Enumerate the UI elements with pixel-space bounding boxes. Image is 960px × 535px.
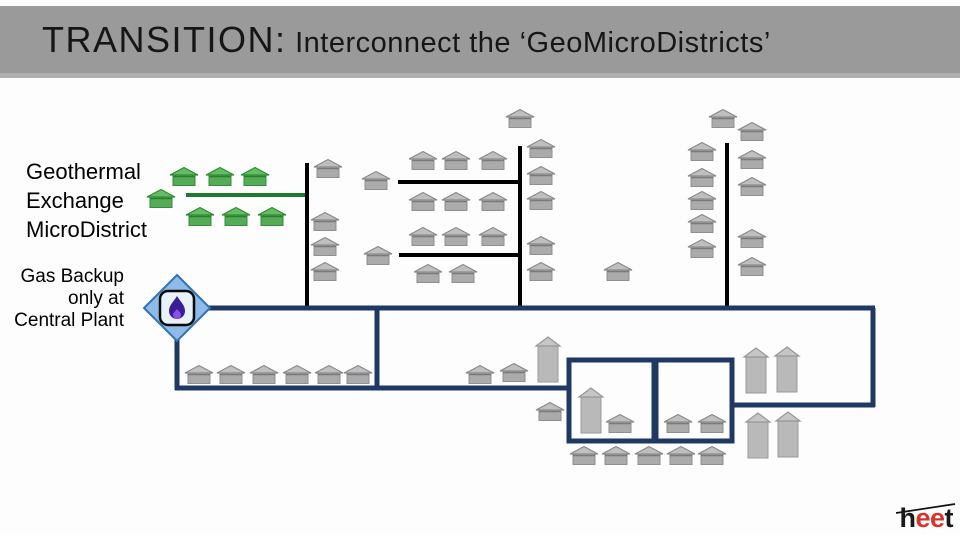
gray-house bbox=[310, 261, 340, 281]
gray-house bbox=[478, 191, 508, 211]
heet-logo-t: t bbox=[944, 503, 954, 533]
gray-house bbox=[465, 364, 495, 384]
gray-house bbox=[408, 150, 438, 170]
gray-house bbox=[478, 226, 508, 246]
gray-house bbox=[361, 170, 391, 190]
gray-house bbox=[737, 121, 767, 141]
apartment-building bbox=[773, 346, 801, 393]
gray-house bbox=[687, 238, 717, 258]
central-plant-diamond bbox=[142, 273, 212, 343]
gray-house bbox=[441, 226, 471, 246]
gas-backup-label-line1: Gas Backup bbox=[20, 266, 125, 287]
gray-house bbox=[535, 401, 565, 421]
green-house bbox=[240, 166, 270, 186]
apartment-building bbox=[742, 347, 770, 394]
gray-house bbox=[249, 364, 279, 384]
green-house bbox=[146, 188, 176, 208]
green-house bbox=[221, 206, 251, 226]
apartment-building bbox=[534, 336, 562, 383]
gray-house bbox=[737, 176, 767, 196]
gas-backup-label: Gas Backup only at Central Plant bbox=[0, 266, 124, 332]
gray-house bbox=[526, 138, 556, 158]
gray-house bbox=[737, 228, 767, 248]
heet-logo-ee: ee bbox=[915, 503, 945, 533]
gray-house bbox=[184, 364, 214, 384]
gray-house bbox=[478, 150, 508, 170]
gray-house bbox=[737, 149, 767, 169]
gray-house bbox=[526, 165, 556, 185]
gray-house bbox=[441, 150, 471, 170]
gray-house bbox=[687, 213, 717, 233]
gray-house bbox=[687, 167, 717, 187]
gray-house bbox=[526, 235, 556, 255]
gray-house bbox=[216, 364, 246, 384]
gray-house bbox=[601, 445, 631, 465]
gray-house bbox=[408, 226, 438, 246]
slide-title-main: TRANSITION: bbox=[42, 18, 287, 60]
gray-house bbox=[603, 261, 633, 281]
apartment-building bbox=[774, 411, 802, 458]
slide-title-sub: Interconnect the ‘GeoMicroDistricts’ bbox=[286, 26, 771, 59]
gray-house bbox=[634, 445, 664, 465]
gray-house bbox=[569, 445, 599, 465]
gray-house bbox=[505, 108, 535, 128]
gray-house bbox=[448, 263, 478, 283]
gas-flame-inner-icon bbox=[173, 309, 181, 319]
heet-logo-text: heet bbox=[899, 505, 953, 532]
apartment-building bbox=[577, 387, 605, 434]
gray-house bbox=[413, 263, 443, 283]
geothermal-district-label: Geothermal Exchange MicroDistrict bbox=[26, 157, 147, 244]
gray-house bbox=[526, 190, 556, 210]
gray-house bbox=[737, 256, 767, 276]
gray-house bbox=[441, 191, 471, 211]
heet-logo-swoosh-icon bbox=[895, 503, 956, 514]
green-house bbox=[257, 206, 287, 226]
gray-house bbox=[526, 261, 556, 281]
geothermal-district-label-line1: Geothermal bbox=[26, 159, 141, 184]
gray-house bbox=[313, 158, 343, 178]
geothermal-district-label-line3: MicroDistrict bbox=[26, 217, 147, 242]
gray-house bbox=[708, 108, 738, 128]
gray-house bbox=[697, 445, 727, 465]
gray-house bbox=[499, 362, 529, 382]
gray-house bbox=[310, 211, 340, 231]
green-house bbox=[185, 206, 215, 226]
gray-house bbox=[343, 364, 373, 384]
apartment-building bbox=[744, 412, 772, 459]
heet-logo: heet bbox=[888, 496, 956, 534]
gas-flame-icon bbox=[169, 296, 185, 319]
gray-house bbox=[687, 141, 717, 161]
green-house bbox=[205, 166, 235, 186]
gray-house bbox=[282, 364, 312, 384]
green-house bbox=[169, 166, 199, 186]
gas-backup-label-line3: Central Plant bbox=[14, 310, 124, 331]
gray-house bbox=[687, 190, 717, 210]
loop-rect-right bbox=[653, 357, 735, 444]
gas-backup-label-line2: only at bbox=[68, 288, 124, 309]
gray-house bbox=[314, 364, 344, 384]
heet-logo-h: h bbox=[899, 503, 916, 533]
gray-house bbox=[605, 413, 635, 433]
gray-house bbox=[666, 445, 696, 465]
gray-house bbox=[363, 245, 393, 265]
slide-title: TRANSITION: Interconnect the ‘GeoMicroDi… bbox=[0, 19, 771, 61]
gray-house bbox=[310, 236, 340, 256]
title-banner: TRANSITION: Interconnect the ‘GeoMicroDi… bbox=[0, 6, 960, 78]
gray-house bbox=[408, 191, 438, 211]
gray-house bbox=[663, 413, 693, 433]
geothermal-district-label-line2: Exchange bbox=[26, 188, 124, 213]
gray-house bbox=[697, 413, 727, 433]
